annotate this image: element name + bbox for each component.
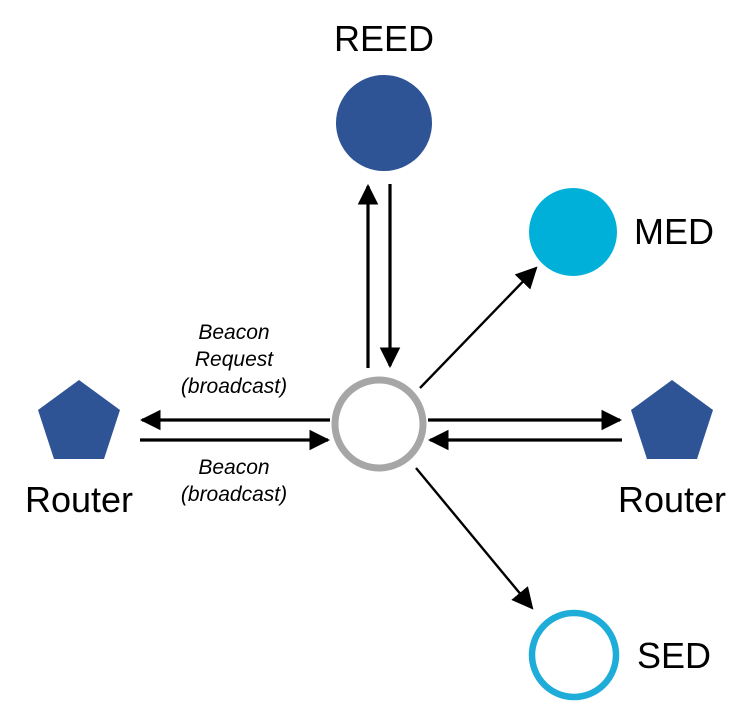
edge-center-to-sed bbox=[415, 467, 534, 610]
edge-label-beacon-request-line2: Request bbox=[195, 348, 274, 371]
edge-label-beacon-request: Beacon Request (broadcast) bbox=[181, 321, 287, 398]
node-label-reed: REED bbox=[334, 18, 434, 59]
node-label-router-right: Router bbox=[618, 479, 726, 520]
node-label-router-left: Router bbox=[25, 479, 133, 520]
node-sed[interactable] bbox=[528, 609, 620, 701]
node-router-left[interactable] bbox=[38, 380, 120, 459]
edge-label-beacon: Beacon (broadcast) bbox=[181, 456, 287, 506]
edge-center-to-med bbox=[419, 266, 538, 389]
node-label-med: MED bbox=[634, 211, 714, 252]
node-reed[interactable] bbox=[336, 75, 432, 171]
node-med[interactable] bbox=[529, 188, 617, 276]
edge-label-beacon-line1: Beacon bbox=[198, 456, 269, 479]
node-router-right[interactable] bbox=[631, 380, 713, 459]
edge-label-beacon-request-line1: Beacon bbox=[198, 321, 269, 344]
node-label-sed: SED bbox=[637, 635, 711, 676]
edge-label-beacon-line2: (broadcast) bbox=[181, 483, 287, 506]
edge-label-beacon-request-line3: (broadcast) bbox=[181, 375, 287, 398]
node-center[interactable] bbox=[331, 376, 427, 472]
